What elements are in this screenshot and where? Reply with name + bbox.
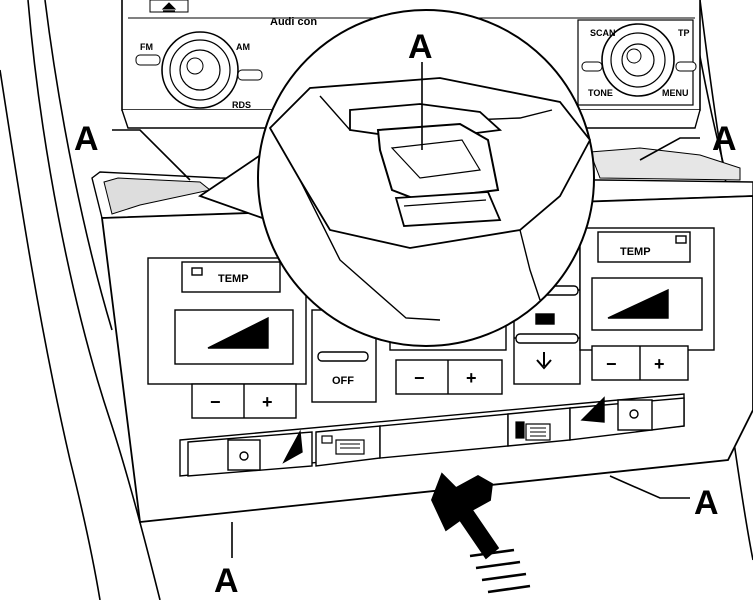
rds-button-label[interactable]: RDS [232,100,251,110]
off-button-label[interactable]: OFF [332,375,354,387]
left-temp-plus-button[interactable]: + [262,392,273,412]
am-button-label[interactable]: AM [236,42,250,52]
tuning-knob[interactable] [601,23,675,97]
bottom-button-row [179,393,685,477]
eject-icon [161,2,177,10]
center-temp-buttons[interactable] [395,359,503,395]
rear-window-heat-button[interactable] [515,421,551,441]
radio-brand-label: Audi con [270,16,317,28]
right-temp-display [579,227,715,351]
left-seat-heat-button[interactable] [227,429,303,471]
left-seat-heat-icon [282,429,303,464]
callout-a-bottom-right: A [694,484,719,522]
center-minus-button[interactable]: − [414,368,425,388]
face-vent-icon [535,313,555,325]
footwell-arrow-icon [536,352,552,370]
right-seat-heat-icon [580,396,605,423]
tone-button-label[interactable]: TONE [588,88,613,98]
callout-a-right: A [712,120,737,158]
left-temp-buttons[interactable] [191,383,297,419]
callout-leaders [112,62,700,558]
zoom-detail-clip [268,77,592,321]
left-fan-ramp-icon [207,316,269,349]
left-temp-label: TEMP [218,273,249,285]
right-temp-buttons[interactable] [591,345,689,381]
menu-button-label[interactable]: MENU [662,88,689,98]
push-direction-arrow [431,472,531,594]
radio-left-button-tabs [135,54,263,81]
right-seat-heat-button[interactable] [580,396,653,431]
right-temp-minus-button[interactable]: − [606,354,617,374]
center-plus-button[interactable]: + [466,368,477,388]
scan-button-label[interactable]: SCAN [590,28,616,38]
right-temp-plus-button[interactable]: + [654,354,665,374]
volume-knob[interactable] [161,31,239,109]
right-temp-label: TEMP [620,246,651,258]
callout-a-left: A [74,120,99,158]
left-temp-display [147,257,307,385]
callout-a-bottom-left: A [214,562,239,600]
callout-a-zoom: A [408,28,433,66]
tp-button-label[interactable]: TP [678,28,690,38]
fm-button-label[interactable]: FM [140,42,153,52]
radio-right-button-tabs [581,61,697,72]
rear-defrost-button-left[interactable] [321,435,365,455]
left-temp-minus-button[interactable]: − [210,392,221,412]
right-fan-ramp-icon [607,288,669,319]
